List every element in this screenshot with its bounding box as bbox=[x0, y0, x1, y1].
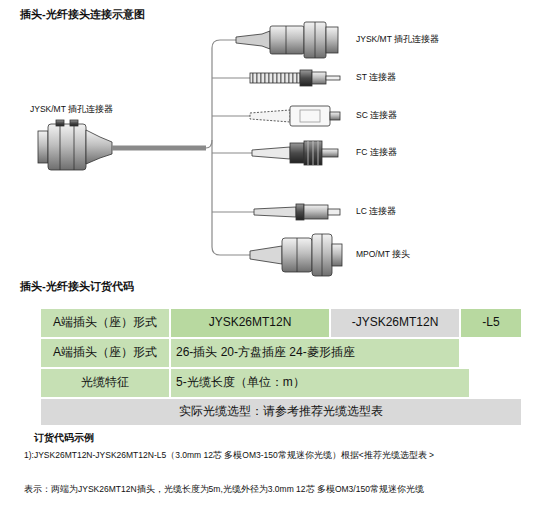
section-heading: 订货代码示例 bbox=[34, 432, 94, 445]
jysk-plug bbox=[38, 120, 112, 170]
table-cell-text: 光缆特征 bbox=[40, 375, 170, 390]
jysk-receptacle bbox=[236, 22, 338, 58]
part-label: LC 连接器 bbox=[356, 206, 396, 217]
note-text: 1):JYSK26MT12N-JYSK26MT12N-L5（3.0mm 12芯 … bbox=[24, 450, 549, 461]
table-cell-text: A端插头（座）形式 bbox=[40, 345, 170, 360]
part-label: SC 连接器 bbox=[356, 110, 397, 121]
mpo-connector bbox=[250, 234, 342, 276]
cable bbox=[112, 40, 254, 255]
note-text: 表示：两端为JYSK26MT12N插头，光缆长度为5m,光缆外径为3.0mm 1… bbox=[24, 484, 549, 495]
table-cell-text: JYSK26MT12N bbox=[170, 315, 330, 330]
part-label: ST 连接器 bbox=[356, 72, 396, 83]
section-heading: 插头-光纤接头订货代码 bbox=[20, 280, 134, 294]
diagram-title: 插头-光纤接头连接示意图 bbox=[20, 8, 145, 22]
table-cell-text: 实际光缆选型：请参考推荐光缆选型表 bbox=[40, 404, 522, 419]
table-cell-text: A端插头（座）形式 bbox=[40, 315, 170, 330]
part-label: MPO/MT 接头 bbox=[356, 249, 410, 260]
part-label: JYSK/MT 插孔连接器 bbox=[356, 34, 439, 45]
table-cell-text: -JYSK26MT12N bbox=[330, 315, 460, 330]
table-cell-text: 5-光缆长度（单位：m） bbox=[176, 375, 305, 390]
part-label: JYSK/MT 插孔连接器 bbox=[30, 104, 113, 115]
st-connector bbox=[250, 70, 340, 86]
table-cell-text: -L5 bbox=[460, 315, 522, 330]
part-label: FC 连接器 bbox=[356, 147, 397, 158]
table-cell-text: 26-插头 20-方盘插座 24-菱形插座 bbox=[176, 345, 355, 360]
sc-connector bbox=[250, 106, 340, 126]
lc-connector bbox=[254, 204, 340, 220]
fc-connector bbox=[252, 141, 338, 165]
